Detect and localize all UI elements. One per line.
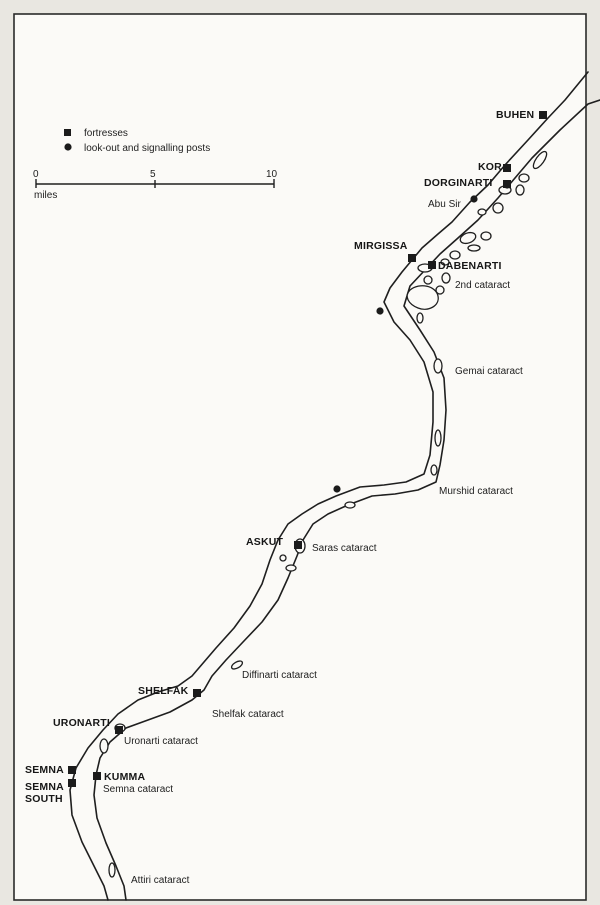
label-kumma: KUMMA (104, 771, 145, 783)
legend-fortress-symbol (64, 129, 71, 136)
fortress-labels: BUHEN KOR DORGINARTI MIRGISSA DABENARTI … (25, 109, 534, 805)
fortress-mirgissa-marker (408, 254, 416, 262)
fortress-semna-marker (68, 766, 76, 774)
label-diffinarti-cataract: Diffinarti cataract (242, 670, 317, 681)
post-murshid (333, 485, 341, 493)
label-dorginarti: DORGINARTI (424, 177, 493, 189)
label-gemai-cataract: Gemai cataract (455, 366, 523, 377)
label-kor: KOR (478, 161, 502, 173)
fortress-dabenarti-marker (428, 261, 436, 269)
cataract-labels: Abu Sir 2nd cataract Gemai cataract Murs… (103, 199, 523, 886)
label-semna-south-line1: SEMNA (25, 781, 64, 793)
label-saras-cataract: Saras cataract (312, 543, 377, 554)
label-uronarti-cataract: Uronarti cataract (124, 736, 198, 747)
label-shelfak-cataract: Shelfak cataract (212, 709, 284, 720)
river-west-bank (69, 71, 589, 901)
post-abu-sir (470, 195, 478, 203)
label-murshid-cataract: Murshid cataract (439, 486, 513, 497)
legend: fortresses look-out and signalling posts (64, 128, 210, 154)
label-buhen: BUHEN (496, 109, 534, 121)
label-uronarti: URONARTI (53, 717, 110, 729)
scale-unit: miles (34, 190, 57, 201)
legend-fortresses-label: fortresses (84, 128, 128, 139)
fortress-buhen-marker (539, 111, 547, 119)
label-semna: SEMNA (25, 764, 64, 776)
fortress-uronarti-marker (115, 726, 123, 734)
label-semna-south-line2: SOUTH (25, 793, 63, 805)
label-abu-sir: Abu Sir (428, 199, 461, 210)
river-islands (99, 150, 548, 878)
fortress-semna-south-marker (68, 779, 76, 787)
label-mirgissa: MIRGISSA (354, 240, 408, 252)
post-dorginarti (503, 181, 511, 189)
label-askut: ASKUT (246, 536, 284, 548)
label-attiri-cataract: Attiri cataract (131, 875, 190, 886)
label-shelfak: SHELFAK (138, 685, 189, 697)
scale-tick-5: 5 (150, 169, 156, 180)
map-frame (13, 13, 587, 901)
label-semna-cataract: Semna cataract (103, 784, 173, 795)
fortress-kor-marker (503, 164, 511, 172)
scale-tick-0: 0 (33, 169, 39, 180)
scale-bar: 0 5 10 miles (33, 169, 278, 201)
scale-tick-10: 10 (266, 169, 278, 180)
fortress-shelfak-marker (193, 689, 201, 697)
post-second-cataract (376, 307, 384, 315)
label-dabenarti: DABENARTI (438, 260, 502, 272)
label-2nd-cataract: 2nd cataract (455, 280, 510, 291)
legend-posts-label: look-out and signalling posts (84, 143, 210, 154)
signal-posts (333, 181, 511, 493)
legend-post-symbol (64, 143, 72, 151)
fortress-kumma-marker (93, 772, 101, 780)
fortress-askut-marker (294, 541, 302, 549)
